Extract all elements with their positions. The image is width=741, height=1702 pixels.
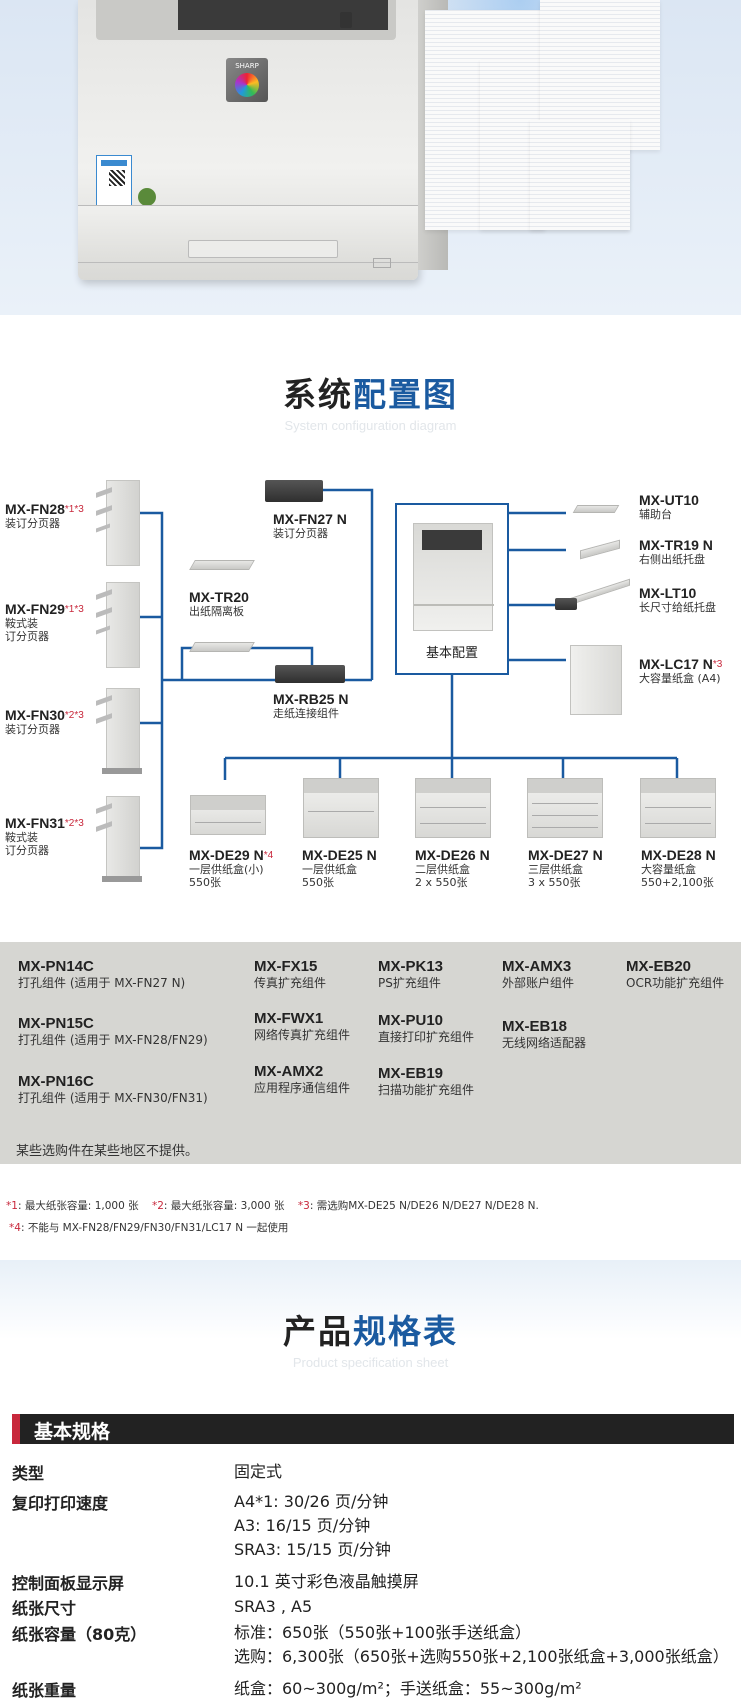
part-mx-fn31: MX-FN31*2*3 鞍式装 订分页器 xyxy=(5,815,84,858)
desk-mx-de26n-image xyxy=(415,778,491,838)
sharp-logo: SHARP xyxy=(226,58,268,102)
desk-mx-de27n-image xyxy=(527,778,603,838)
desk-mx-de29n-image xyxy=(190,795,266,835)
spec-title: 产品规格表 xyxy=(283,1312,458,1351)
part-mx-lc17n: MX-LC17 N*3 大容量纸盒 (A4) xyxy=(639,656,723,686)
energy-label-sticker xyxy=(96,155,132,207)
footnote-line-1: *1: 最大纸张容量: 1,000 张 *2: 最大纸张容量: 3,000 张 … xyxy=(6,1200,539,1212)
paper-stack xyxy=(530,120,630,230)
config-subtitle: System configuration diagram xyxy=(284,418,457,433)
tray-mx-tr20-image xyxy=(189,560,255,570)
part-mx-de28n: MX-DE28 N 大容量纸盒 550+2,100张 xyxy=(641,847,716,890)
finisher-mx-fn29-image xyxy=(96,582,140,668)
part-mx-lt10: MX-LT10 长尺寸给纸托盘 xyxy=(639,585,716,615)
part-mx-de27n: MX-DE27 N 三层供纸盒 3 x 550张 xyxy=(528,847,603,890)
desk-mx-de25n-image xyxy=(303,778,379,838)
tray-mx-lt10-image xyxy=(555,598,577,610)
base-configuration-label: 基本配置 xyxy=(425,646,478,661)
color-swirl-icon xyxy=(235,73,259,97)
part-mx-de29n: MX-DE29 N*4 一层供纸盒(小) 550张 xyxy=(189,847,274,890)
part-mx-fn30: MX-FN30*2*3 装订分页器 xyxy=(5,707,84,737)
part-mx-rb25n: MX-RB25 N 走纸连接组件 xyxy=(273,691,349,721)
finisher-mx-fn28-image xyxy=(96,480,140,566)
copier-image: SHARP xyxy=(78,0,448,280)
relay-unit-mx-rb25n-image xyxy=(275,665,345,683)
system-configuration-diagram: MX-FN28*1*3 装订分页器 MX-FN29*1*3 鞍式装 订分页器 M… xyxy=(0,460,741,900)
part-mx-tr19n: MX-TR19 N 右侧出纸托盘 xyxy=(639,537,713,567)
hero-banner: SHARP xyxy=(0,0,741,315)
options-availability-note: 某些选购件在某些地区不提供。 xyxy=(16,1144,199,1159)
copier-tray-handle xyxy=(188,240,338,258)
copier-size-tag xyxy=(373,258,391,268)
part-mx-fn29: MX-FN29*1*3 鞍式装 订分页器 xyxy=(5,601,84,644)
base-copier-image xyxy=(413,523,494,631)
part-mx-tr20: MX-TR20 出纸隔离板 xyxy=(189,589,249,619)
base-configuration-box: 基本配置 xyxy=(395,503,509,675)
finisher-mx-fn27n-image xyxy=(265,480,323,502)
spec-section-title: 基本规格 xyxy=(34,1421,111,1443)
footnotes: *1: 最大纸张容量: 1,000 张 *2: 最大纸张容量: 3,000 张 … xyxy=(6,1195,539,1239)
spec-header-accent xyxy=(12,1414,20,1444)
spec-section-background xyxy=(0,1260,741,1702)
spec-section-header: 基本规格 xyxy=(12,1414,734,1444)
copier-button xyxy=(340,12,352,28)
desk-mx-de28n-image xyxy=(640,778,716,838)
part-mx-ut10: MX-UT10 辅助台 xyxy=(639,492,699,522)
finisher-mx-fn31-image xyxy=(96,796,142,882)
paper-pass-unit-image xyxy=(189,642,255,652)
large-capacity-cassette-image xyxy=(570,645,622,715)
part-mx-de26n: MX-DE26 N 二层供纸盒 2 x 550张 xyxy=(415,847,490,890)
config-title: 系统配置图 xyxy=(283,375,458,414)
table-mx-ut10-image xyxy=(572,505,620,513)
finisher-mx-fn30-image xyxy=(96,688,142,774)
footnote-line-2: *4: 不能与 MX-FN28/FN29/FN30/FN31/LC17 N 一起… xyxy=(9,1222,289,1234)
green-seal-icon xyxy=(138,188,156,206)
spec-subtitle: Product specification sheet xyxy=(292,1355,449,1370)
part-mx-fn27n: MX-FN27 N 装订分页器 xyxy=(273,511,347,541)
part-mx-fn28: MX-FN28*1*3 装订分页器 xyxy=(5,501,84,531)
part-mx-de25n: MX-DE25 N 一层供纸盒 550张 xyxy=(302,847,377,890)
copier-output-slot xyxy=(178,0,388,30)
